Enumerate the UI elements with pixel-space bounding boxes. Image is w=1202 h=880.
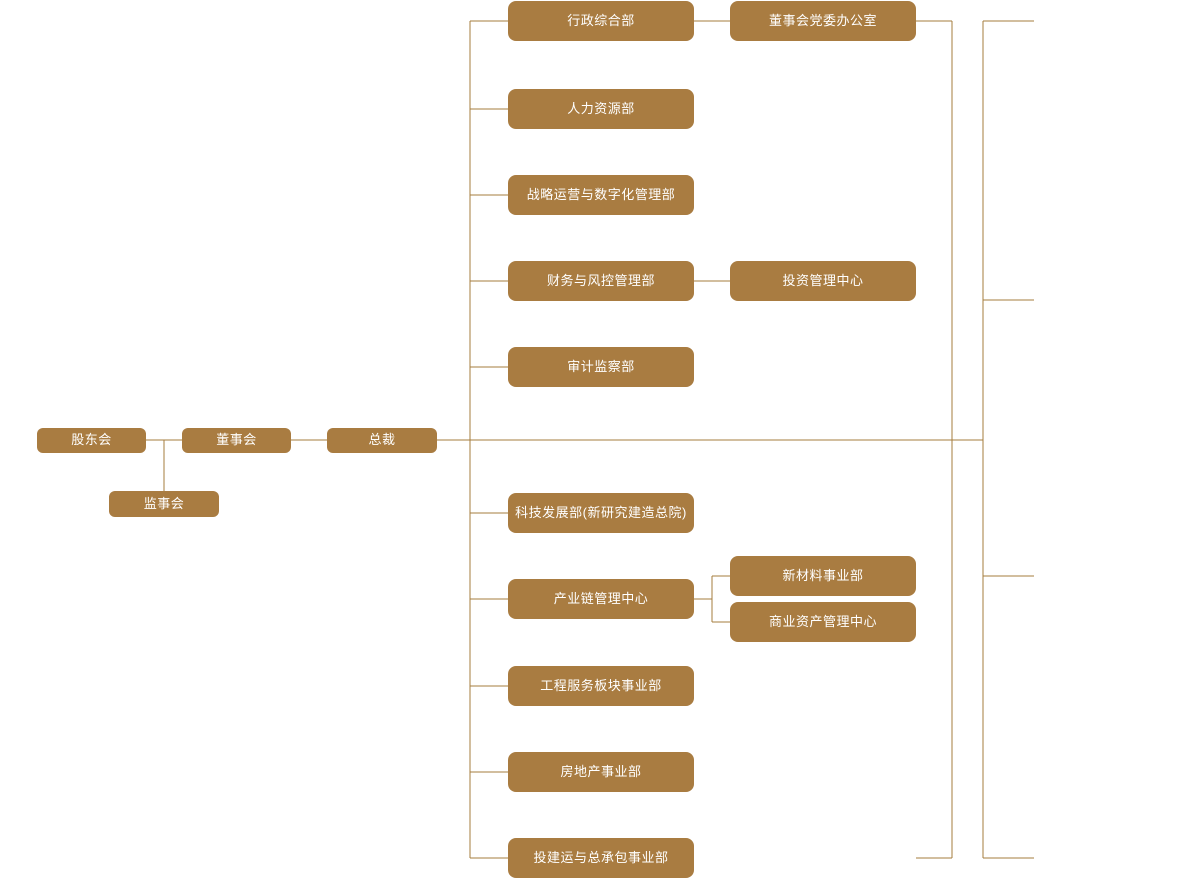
node-engineering[interactable]: 工程服务板块事业部 (508, 666, 694, 706)
node-investment[interactable]: 投资管理中心 (730, 261, 916, 301)
node-commercial-asset-label: 商业资产管理中心 (768, 613, 877, 629)
node-hr-label: 人力资源部 (567, 100, 635, 116)
node-commercial-asset[interactable]: 商业资产管理中心 (730, 602, 916, 642)
node-audit-label: 审计监察部 (567, 358, 635, 374)
node-investment-label: 投资管理中心 (782, 272, 864, 288)
node-engineering-label: 工程服务板块事业部 (540, 677, 662, 693)
node-epc-label: 投建运与总承包事业部 (533, 849, 669, 865)
node-tech[interactable]: 科技发展部(新研究建造总院) (508, 493, 694, 533)
node-admin-label: 行政综合部 (567, 12, 635, 28)
node-finance[interactable]: 财务与风控管理部 (508, 261, 694, 301)
node-audit[interactable]: 审计监察部 (508, 347, 694, 387)
node-chain-label: 产业链管理中心 (553, 590, 649, 606)
node-shareholders[interactable]: 股东会 (37, 428, 146, 453)
node-strategy-label: 战略运营与数字化管理部 (526, 186, 676, 202)
node-finance-label: 财务与风控管理部 (546, 272, 655, 288)
node-realestate[interactable]: 房地产事业部 (508, 752, 694, 792)
node-shareholders-label: 股东会 (71, 432, 112, 448)
node-supervisors[interactable]: 监事会 (109, 491, 219, 517)
node-new-material-label: 新材料事业部 (782, 567, 864, 583)
node-strategy[interactable]: 战略运营与数字化管理部 (508, 175, 694, 215)
node-hr[interactable]: 人力资源部 (508, 89, 694, 129)
node-tech-label: 科技发展部(新研究建造总院) (515, 504, 687, 520)
node-admin[interactable]: 行政综合部 (508, 1, 694, 41)
node-board-label: 董事会 (216, 432, 257, 448)
node-board[interactable]: 董事会 (182, 428, 291, 453)
node-realestate-label: 房地产事业部 (560, 763, 642, 779)
node-party-office[interactable]: 董事会党委办公室 (730, 1, 916, 41)
node-supervisors-label: 监事会 (143, 495, 185, 511)
node-party-office-label: 董事会党委办公室 (768, 12, 877, 28)
node-chain[interactable]: 产业链管理中心 (508, 579, 694, 619)
node-president[interactable]: 总裁 (327, 428, 437, 453)
node-president-label: 总裁 (368, 432, 396, 448)
node-new-material[interactable]: 新材料事业部 (730, 556, 916, 596)
node-epc[interactable]: 投建运与总承包事业部 (508, 838, 694, 878)
